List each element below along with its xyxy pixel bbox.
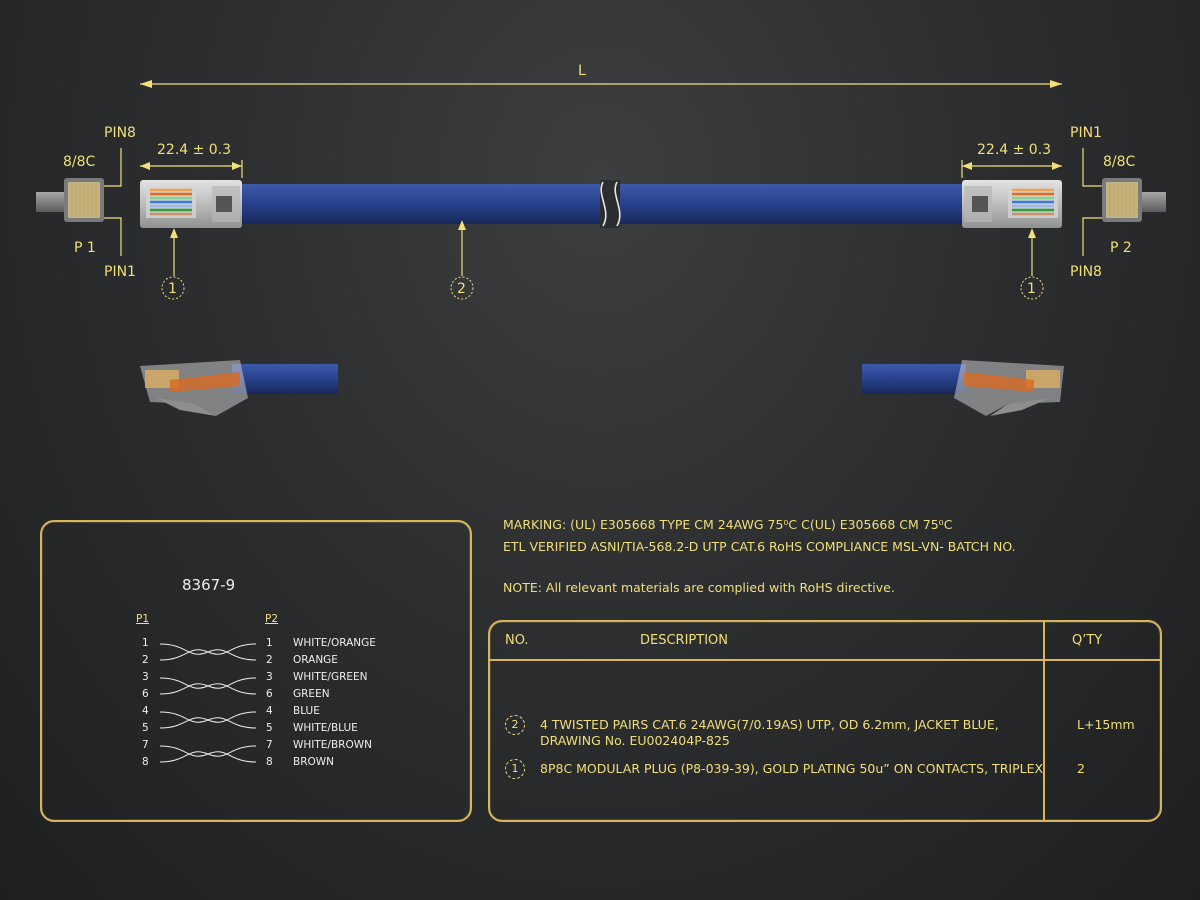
marking-line-1: MARKING: (UL) E305668 TYPE CM 24AWG 75⁰C…	[503, 517, 953, 532]
wiring-row-color: BROWN	[293, 756, 335, 768]
wiring-row-p1: 7	[142, 739, 149, 751]
wiring-row-p2: 4	[266, 705, 273, 717]
right-connector-type: 8/8C	[1103, 154, 1136, 170]
bom-item-number: 2	[505, 715, 525, 735]
callout-right-plug: 1	[1020, 276, 1044, 300]
wiring-row-p1: 6	[142, 688, 149, 700]
left-pin-top-label: PIN8	[104, 125, 136, 141]
wiring-p1-label: P1	[136, 613, 150, 625]
bom-header-divider	[490, 659, 1160, 661]
rohs-note: NOTE: All relevant materials are complie…	[503, 580, 895, 595]
right-pin-bottom-label: PIN8	[1070, 264, 1102, 280]
wiring-row-p2: 2	[266, 654, 273, 666]
wiring-p2-label: P2	[265, 613, 279, 625]
right-pin-top-label: PIN1	[1070, 125, 1102, 141]
bom-item-description: 4 TWISTED PAIRS CAT.6 24AWG(7/0.19AS) UT…	[540, 717, 999, 748]
left-plug-dim-label: 22.4 ± 0.3	[157, 142, 231, 158]
left-plug	[140, 180, 242, 228]
bom-qty-divider	[1043, 622, 1045, 820]
svg-text:1: 1	[168, 281, 177, 297]
bom-item-qty: L+15mm	[1077, 717, 1135, 732]
wiring-row-p2: 1	[266, 637, 273, 649]
right-plug-render	[862, 360, 1064, 416]
marking-line-2: ETL VERIFIED ASNI/TIA-568.2-D UTP CAT.6 …	[503, 539, 1016, 554]
wiring-row-color: WHITE/BROWN	[293, 739, 372, 751]
wiring-row-p2: 7	[266, 739, 273, 751]
bom-item-description: 8P8C MODULAR PLUG (P8-039-39), GOLD PLAT…	[540, 761, 1044, 776]
callout-leaders	[170, 220, 1036, 276]
wiring-row-color: WHITE/ORANGE	[293, 637, 376, 649]
callout-cable: 2	[450, 276, 474, 300]
left-plug-dimension: 22.4 ± 0.3	[140, 142, 243, 178]
overall-length-label: L	[578, 63, 586, 79]
wiring-row-color: ORANGE	[293, 654, 338, 666]
right-plug	[962, 180, 1062, 228]
wiring-row-color: GREEN	[293, 688, 330, 700]
wiring-row-p1: 5	[142, 722, 149, 734]
right-plug-name: P 2	[1110, 240, 1132, 256]
left-plug-name: P 1	[74, 240, 96, 256]
bom-table	[488, 620, 1162, 822]
bom-item-qty: 2	[1077, 761, 1085, 776]
left-connector-type: 8/8C	[63, 154, 96, 170]
wiring-row-p2: 3	[266, 671, 273, 683]
wiring-row-p1: 8	[142, 756, 149, 768]
svg-text:1: 1	[1027, 281, 1036, 297]
twisted-pair-curves	[159, 643, 257, 763]
callout-left-plug: 1	[161, 276, 185, 300]
left-pin-bottom-label: PIN1	[104, 264, 136, 280]
left-end-face	[36, 148, 122, 256]
cable-body	[240, 180, 965, 228]
overall-length-dimension: L	[140, 63, 1062, 88]
right-plug-dim-label: 22.4 ± 0.3	[977, 142, 1051, 158]
wiring-row-p1: 4	[142, 705, 149, 717]
wiring-row-p1: 1	[142, 637, 149, 649]
bom-header-qty: Q’TY	[1072, 633, 1103, 648]
svg-text:2: 2	[457, 281, 466, 297]
wiring-row-p1: 3	[142, 671, 149, 683]
wiring-row-color: BLUE	[293, 705, 320, 717]
wiring-row-color: WHITE/BLUE	[293, 722, 358, 734]
left-plug-render	[140, 360, 338, 416]
cable-drawing: L 22.4 ± 0.3 22.4 ± 0.3	[36, 63, 1166, 416]
wiring-row-p2: 6	[266, 688, 273, 700]
wiring-diagram-panel	[40, 520, 472, 822]
right-plug-dimension: 22.4 ± 0.3	[961, 142, 1062, 178]
wiring-part-number: 8367-9	[182, 576, 236, 594]
wiring-row-p1: 2	[142, 654, 149, 666]
wiring-row-p2: 5	[266, 722, 273, 734]
wiring-row-color: WHITE/GREEN	[293, 671, 368, 683]
right-end-face	[1082, 148, 1166, 256]
wiring-row-p2: 8	[266, 756, 273, 768]
bom-header-description: DESCRIPTION	[640, 633, 728, 648]
bom-header-no: NO.	[505, 633, 529, 648]
bom-item-number: 1	[505, 759, 525, 779]
